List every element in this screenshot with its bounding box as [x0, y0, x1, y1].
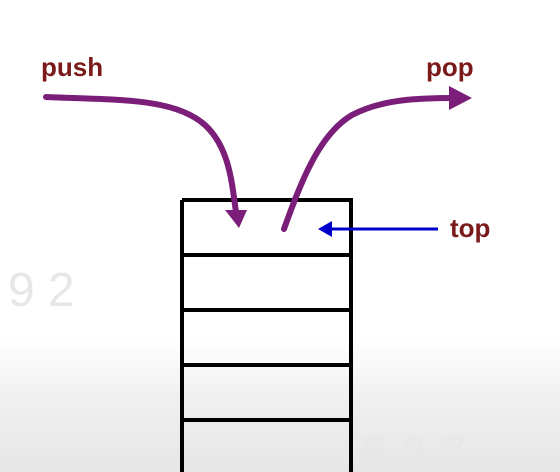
background-faint-digits: 9 2 5 2 7 [8, 264, 467, 472]
push-label: push [41, 52, 104, 82]
svg-text:5 2 7: 5 2 7 [360, 428, 467, 472]
svg-text:9 2: 9 2 [8, 264, 75, 317]
stack-outline [180, 198, 353, 472]
push-arrowhead [225, 210, 247, 228]
pop-arrow-curve [281, 95, 458, 232]
pop-label: pop [426, 52, 474, 82]
top-label: top [450, 213, 491, 243]
top-pointer-arrowhead [318, 221, 332, 237]
top-pointer-arrow [318, 221, 438, 237]
push-arrow-curve [43, 94, 239, 215]
stack [180, 198, 353, 472]
pop-arrow [281, 86, 472, 232]
push-arrow [43, 94, 247, 228]
pop-arrowhead [449, 86, 472, 110]
